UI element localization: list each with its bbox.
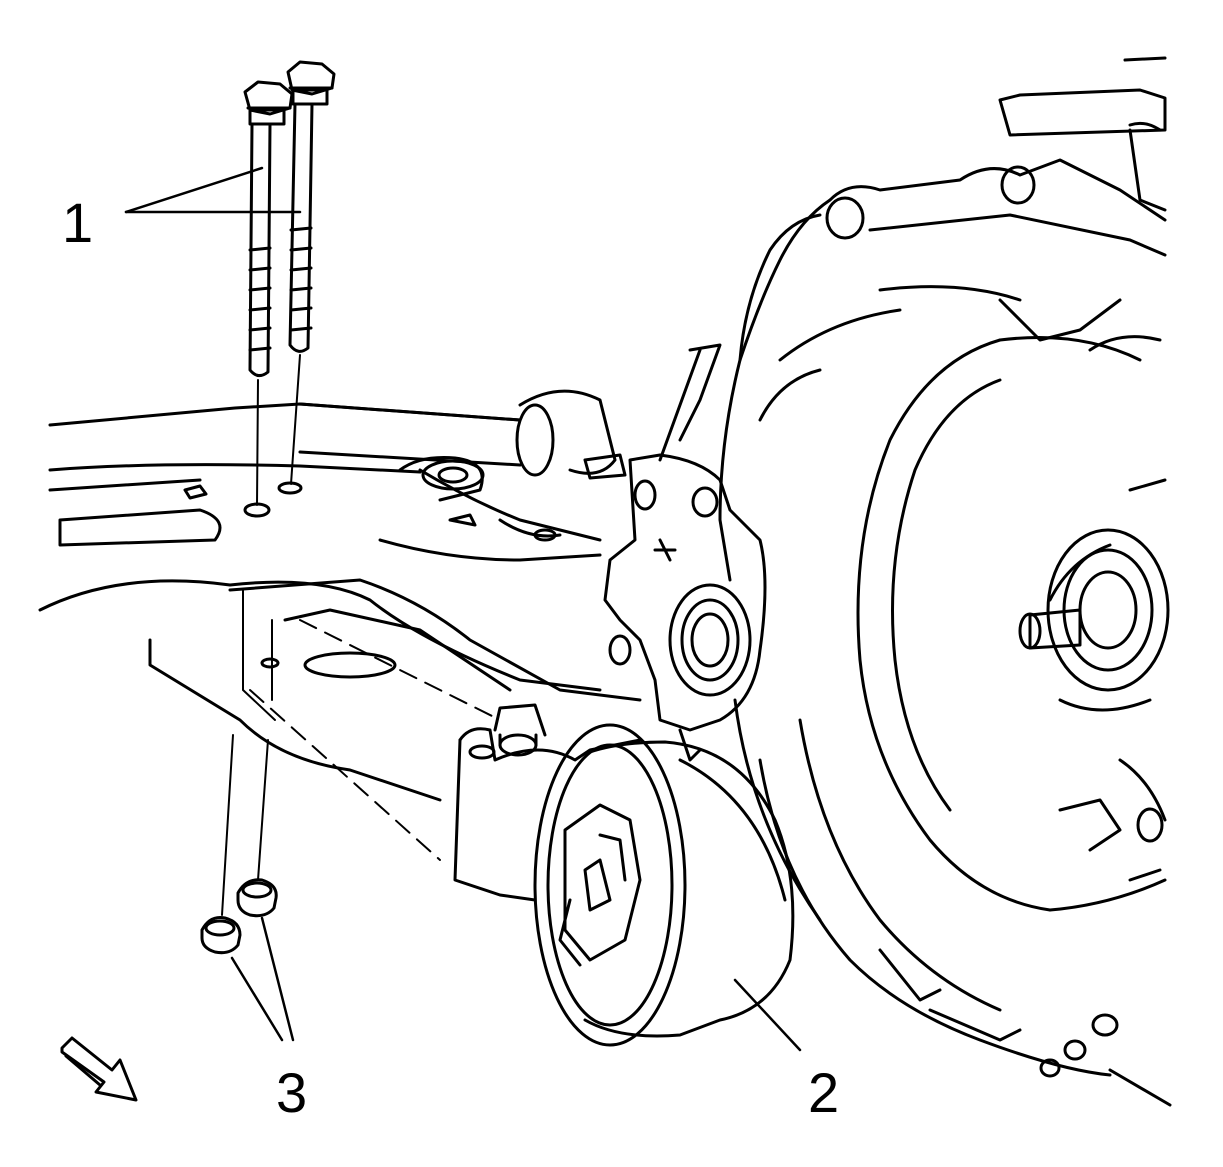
callout-label-mount: 2 xyxy=(808,1061,840,1124)
callout-label-nuts: 3 xyxy=(276,1061,308,1124)
mount-guide-lines xyxy=(242,589,501,861)
transaxle-housing xyxy=(718,56,1172,1107)
nut-guide-lines xyxy=(221,734,269,916)
nut-right xyxy=(236,878,278,918)
steering-knuckle xyxy=(603,343,767,762)
bolt-left xyxy=(243,80,294,377)
front-direction-arrow-icon xyxy=(60,1036,138,1102)
stabilizer-bar xyxy=(298,389,627,502)
subframe xyxy=(38,402,642,802)
bolt-guide-lines xyxy=(256,354,301,506)
callout-leaders xyxy=(124,166,802,1052)
nut-left xyxy=(200,916,242,955)
callout-label-bolts: 1 xyxy=(62,191,94,254)
transmission-mount xyxy=(453,703,795,1047)
bolt-right xyxy=(286,60,336,353)
